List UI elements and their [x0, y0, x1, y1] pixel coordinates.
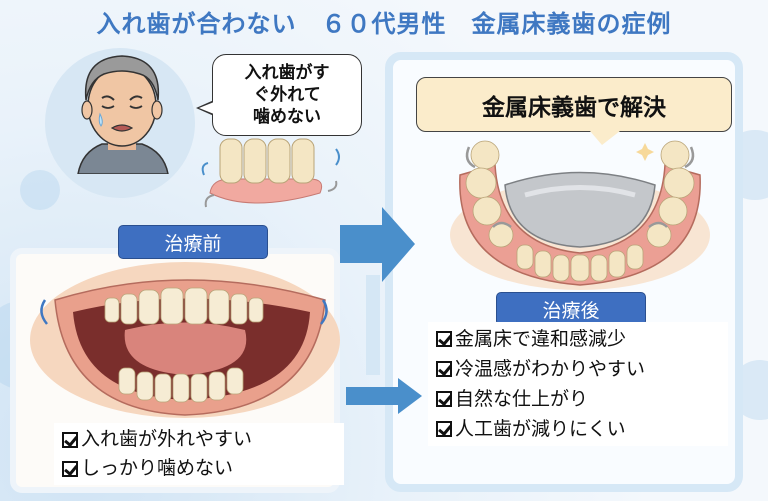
checklist-item-text: しっかり噛めない [81, 457, 234, 479]
loose-partial-denture-illustration [201, 138, 340, 208]
checklist-item-text: 冷温感がわかりやすい [455, 358, 646, 380]
checklist-item: 冷温感がわかりやすい [436, 354, 720, 384]
checklist-item-text: 入れ歯が外れやすい [81, 428, 253, 450]
small-right-arrow-icon [346, 378, 422, 414]
speech-line: 噛めない [253, 107, 321, 127]
checkbox-checked-icon [436, 421, 452, 437]
checklist-item-text: 人工歯が減りにくい [455, 418, 626, 440]
checklist-item: しっかり噛めない [62, 454, 336, 483]
metal-denture-illustration [450, 140, 710, 290]
checklist-item: 金属床で違和感減少 [436, 324, 720, 354]
background-bubble [20, 170, 60, 210]
before-checklist: 入れ歯が外れやすい しっかり噛めない [54, 423, 344, 485]
checkbox-checked-icon [436, 391, 452, 407]
checkbox-checked-icon [436, 331, 452, 347]
checklist-item: 人工歯が減りにくい [436, 414, 720, 444]
open-mouth-illustration [30, 262, 340, 418]
page-title: 入れ歯が合わない ６０代男性 金属床義歯の症例 [96, 10, 672, 38]
solution-headline: 金属床義歯で解決 [416, 77, 732, 132]
speech-line: 入れ歯がす [244, 63, 330, 83]
checklist-item-text: 自然な仕上がり [455, 388, 589, 410]
checklist-item: 自然な仕上がり [436, 384, 720, 414]
patient-speech-bubble: 入れ歯がす ぐ外れて 噛めない [212, 54, 362, 136]
connector-bar [366, 275, 380, 375]
checkbox-checked-icon [62, 431, 78, 448]
speech-tail-fill [199, 102, 214, 114]
checklist-item: 入れ歯が外れやすい [62, 425, 336, 454]
checkbox-checked-icon [62, 460, 78, 477]
checkbox-checked-icon [436, 361, 452, 377]
after-label: 治療後 [496, 292, 646, 326]
big-right-arrow-icon [340, 207, 415, 282]
before-label: 治療前 [118, 225, 268, 259]
after-checklist: 金属床で違和感減少 冷温感がわかりやすい 自然な仕上がり 人工歯が減りにくい [428, 322, 728, 446]
headline-tail [590, 131, 620, 145]
worried-man-illustration [77, 55, 169, 174]
checklist-item-text: 金属床で違和感減少 [455, 328, 627, 350]
speech-line: ぐ外れて [253, 85, 321, 105]
